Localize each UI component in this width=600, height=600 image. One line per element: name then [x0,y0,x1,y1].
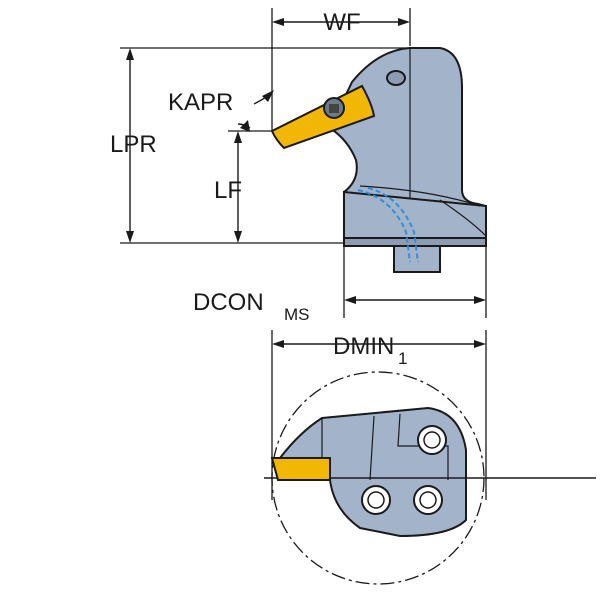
dim-label-dmin-sub: 1 [398,349,407,368]
dim-label-dmin: DMIN [333,333,394,360]
mount-hole-left [361,485,391,515]
dim-label-kapr: KAPR [168,89,233,116]
mount-hole-right [413,485,443,515]
cutting-insert-top [270,457,331,481]
clamp-pin [386,70,406,86]
dim-label-lpr: LPR [110,131,157,158]
dim-label-wf: WF [323,9,360,36]
cutting-insert [270,84,376,150]
coolant-channel [357,189,411,263]
shank-stub [393,245,441,273]
side-dimensions: WF KAPR LPR LF DCON MS [110,8,487,324]
dim-label-lf: LF [214,177,242,204]
dim-label-dcon-sub: MS [284,305,310,324]
mount-hole-top [417,425,447,455]
side-view [270,47,487,273]
bottom-view: DMIN 1 [264,330,596,585]
dim-label-dcon: DCON [193,289,264,316]
